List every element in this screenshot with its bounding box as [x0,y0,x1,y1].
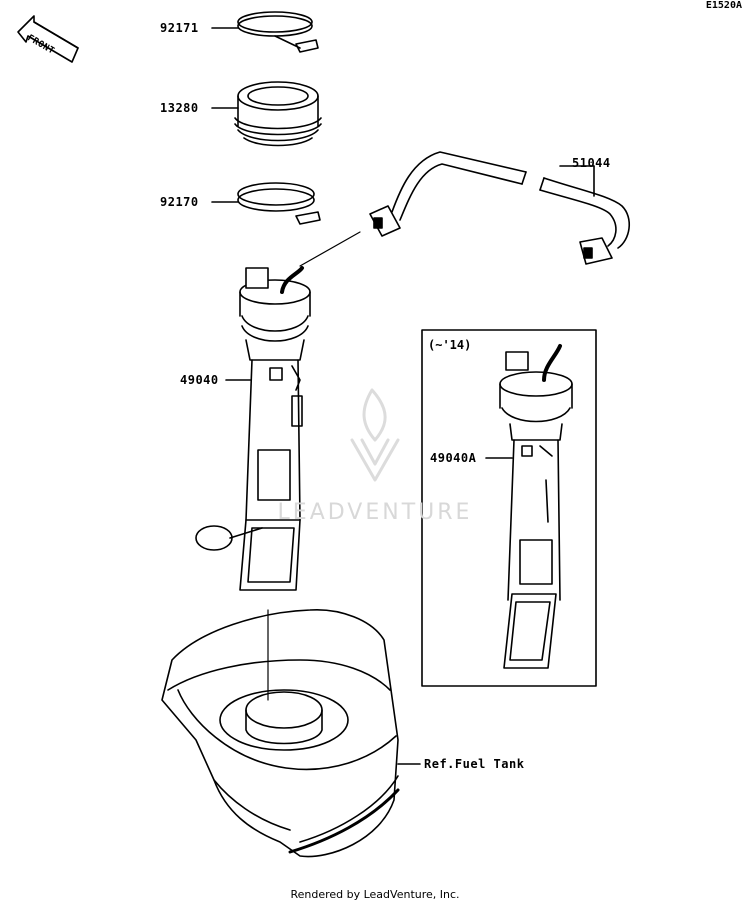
footer-credit: Rendered by LeadVenture, Inc. [290,888,460,901]
part-number-92171[interactable]: 92171 [160,21,199,35]
front-arrow-icon [17,15,79,63]
part-number-13280[interactable]: 13280 [160,101,199,115]
watermark-text: LEADVENTURE [277,500,473,525]
fuel-tank-drawing [161,609,400,858]
part-number-49040[interactable]: 49040 [180,373,219,387]
hose-51044-drawing [299,151,630,267]
reference-code: E1520A [705,0,742,11]
fuel-pump-49040A-drawing [499,344,573,669]
part-number-49040A[interactable]: 49040A [430,451,477,465]
seal-13280-drawing [234,81,322,147]
clamp-92171-drawing [237,11,319,53]
inset-year-label: (~'14) [428,338,472,352]
clamp-92170-drawing [237,182,321,225]
ref-fuel-tank-label[interactable]: Ref.Fuel Tank [424,757,525,771]
watermark-logo-icon [350,388,400,482]
part-number-51044[interactable]: 51044 [572,156,611,170]
part-number-92170[interactable]: 92170 [160,195,199,209]
fuel-pump-49040-drawing [195,266,311,591]
inset-frame [421,329,597,687]
